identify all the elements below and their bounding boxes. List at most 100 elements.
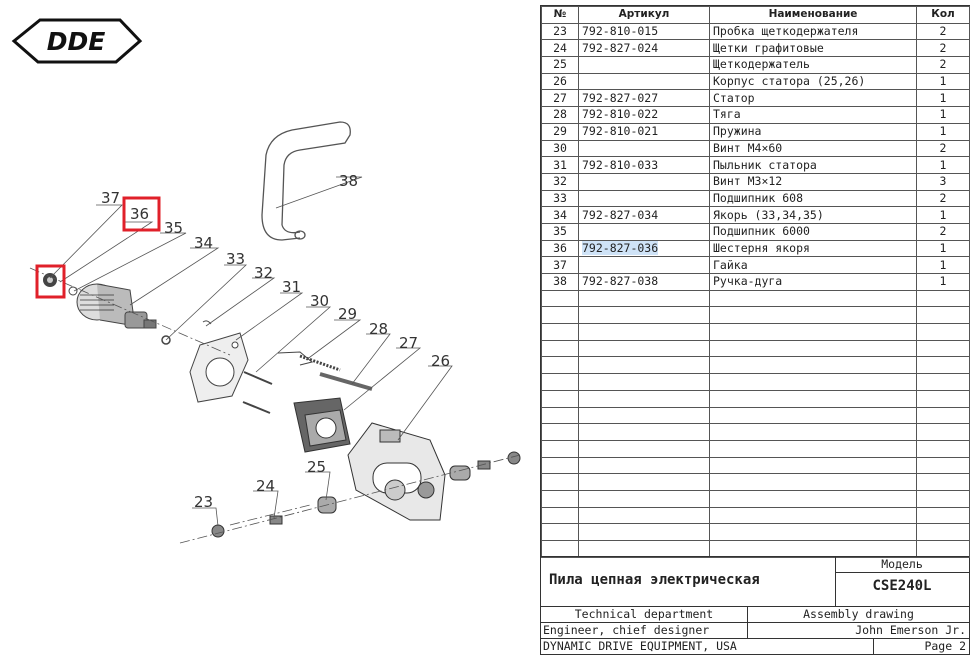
row-article: 792-827-024 — [578, 39, 710, 58]
empty-cell — [916, 423, 970, 441]
empty-row — [541, 389, 970, 408]
drawing-type: Assembly drawing — [803, 607, 914, 621]
row-num-text: 30 — [553, 140, 567, 155]
empty-cell — [916, 456, 970, 475]
row-name: Пробка щеткодержателя — [709, 22, 917, 41]
empty-cell — [916, 489, 970, 508]
empty-cell — [916, 323, 970, 341]
empty-cell — [578, 456, 710, 475]
row-article-text[interactable]: 792-827-024 — [582, 40, 659, 55]
row-article-text[interactable]: 792-827-038 — [582, 274, 659, 289]
empty-row — [541, 473, 970, 491]
empty-cell — [541, 406, 579, 425]
row-article-text[interactable]: 792-810-015 — [582, 24, 659, 39]
row-num: 26 — [541, 72, 579, 91]
row-article-text[interactable]: 792-810-033 — [582, 157, 659, 172]
row-qty-text: 1 — [939, 90, 947, 105]
empty-cell — [541, 339, 579, 358]
empty-cell — [578, 439, 710, 458]
row-name: Статор — [709, 89, 917, 108]
part-gear-36 — [43, 273, 171, 345]
empty-cell — [709, 523, 917, 541]
empty-cell — [541, 356, 579, 375]
empty-cell — [916, 506, 970, 525]
empty-cell — [578, 406, 710, 425]
row-name-text: Подшипник 6000 — [713, 224, 810, 239]
callout-30: 30 — [310, 292, 329, 310]
empty-cell — [578, 289, 710, 308]
empty-row — [541, 289, 970, 308]
callout-32: 32 — [254, 264, 273, 282]
row-article-text[interactable]: 792-827-034 — [582, 207, 659, 222]
row-qty: 2 — [916, 222, 970, 241]
row-article-text[interactable]: 792-827-036 — [582, 240, 659, 255]
empty-cell — [578, 323, 710, 341]
empty-cell — [709, 439, 917, 458]
row-num: 33 — [541, 189, 579, 208]
row-name-text: Шестерня якоря — [713, 240, 810, 255]
row-num: 34 — [541, 206, 579, 224]
row-article-text[interactable]: 792-810-022 — [582, 107, 659, 122]
row-qty-text: 2 — [939, 190, 947, 205]
dde-logo: DDE — [11, 18, 143, 64]
empty-cell — [916, 523, 970, 541]
row-qty: 1 — [916, 239, 970, 258]
empty-cell — [541, 306, 579, 325]
row-num-text: 25 — [553, 57, 567, 72]
empty-row — [541, 323, 970, 341]
row-qty: 3 — [916, 172, 970, 191]
row-name-text: Корпус статора (25,26) — [713, 74, 866, 89]
title-divider — [835, 556, 836, 606]
empty-cell — [709, 373, 917, 391]
empty-cell — [578, 540, 710, 558]
empty-row — [541, 540, 970, 558]
empty-cell — [541, 456, 579, 475]
empty-cell — [709, 473, 917, 491]
row-qty: 1 — [916, 273, 970, 291]
row-qty-text: 3 — [939, 174, 947, 189]
table-row: 31 792-810-033 Пыльник статора 1 — [541, 156, 970, 174]
row-article-text[interactable]: 792-827-027 — [582, 90, 659, 105]
callout-38: 38 — [339, 172, 358, 190]
empty-cell — [709, 456, 917, 475]
empty-row — [541, 423, 970, 441]
row-name: Гайка — [709, 256, 917, 274]
callout-33: 33 — [226, 250, 245, 268]
row-article-text[interactable]: 792-810-021 — [582, 124, 659, 139]
empty-cell — [578, 506, 710, 525]
empty-cell — [578, 356, 710, 375]
row-num-text: 31 — [553, 157, 567, 172]
row-num-text: 35 — [553, 224, 567, 239]
empty-cell — [541, 473, 579, 491]
row-name-text: Статор — [713, 90, 755, 105]
row-name-text: Винт М3×12 — [713, 174, 783, 189]
row-qty: 1 — [916, 106, 970, 124]
empty-cell — [541, 439, 579, 458]
callout-34: 34 — [194, 234, 213, 252]
part-spring-29 — [277, 351, 373, 391]
leader-lines — [49, 176, 453, 527]
empty-cell — [916, 289, 970, 308]
row-qty: 1 — [916, 89, 970, 108]
row-qty: 1 — [916, 156, 970, 174]
row-num-text: 27 — [553, 90, 567, 105]
row-num-text: 38 — [553, 274, 567, 289]
row-qty: 1 — [916, 122, 970, 141]
part-housing-26 — [347, 422, 446, 521]
row-name: Шестерня якоря — [709, 239, 917, 258]
product-name: Пила цепная электрическая — [549, 572, 760, 588]
row-name-text: Пыльник статора — [713, 157, 817, 172]
row-num-text: 33 — [553, 190, 567, 205]
empty-cell — [709, 323, 917, 341]
row-name-text: Пробка щеткодержателя — [713, 24, 859, 39]
row-qty-text: 1 — [939, 207, 947, 222]
empty-cell — [541, 523, 579, 541]
highlight-box-36 — [122, 196, 161, 232]
row-name-text: Щетки графитовые — [713, 40, 824, 55]
person: John Emerson Jr. — [855, 623, 966, 637]
callout-27: 27 — [399, 334, 418, 352]
